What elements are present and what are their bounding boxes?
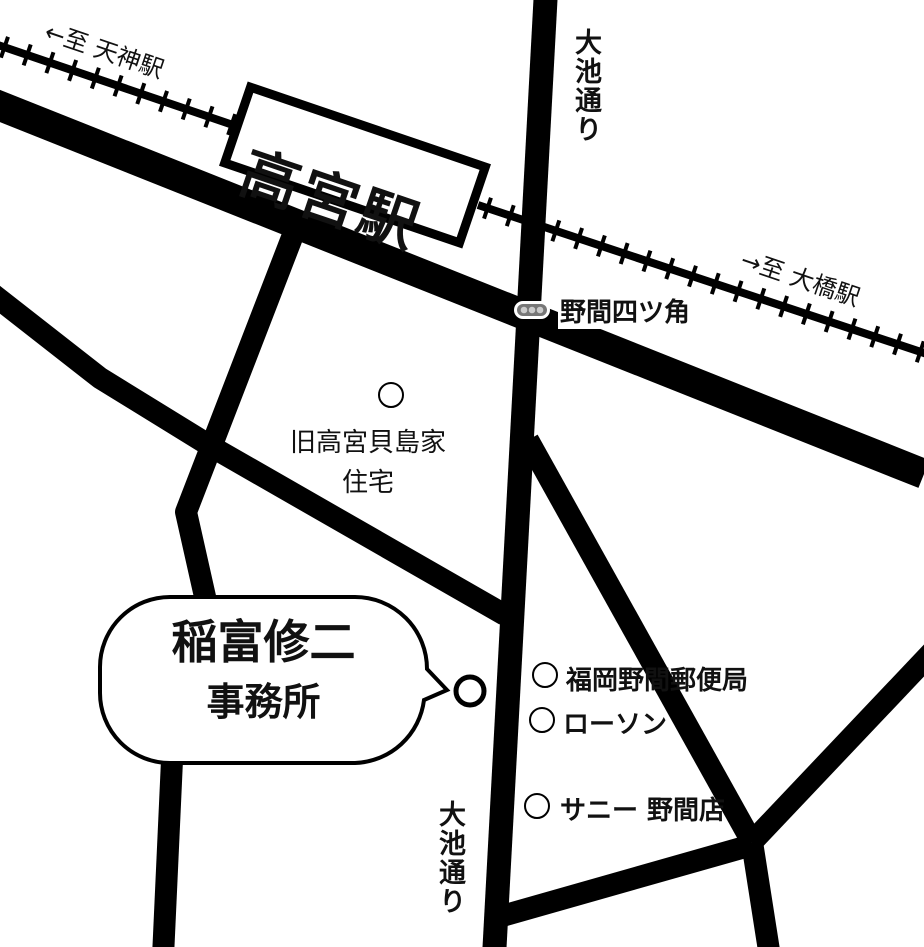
rail-tie [226, 113, 238, 136]
rail-tie [892, 333, 903, 356]
rail-tie [755, 287, 767, 310]
rail-tie [778, 295, 789, 318]
rail-tie [482, 197, 493, 220]
destination-line2: 事務所 [206, 680, 321, 724]
landmark-label-line1: 旧高宮貝島家 [290, 428, 447, 458]
rail-tie [135, 82, 147, 105]
road-southeast-diagonal [518, 434, 762, 848]
landmark-label: 旧高宮貝島家 住宅 [290, 423, 446, 503]
rail-tie [158, 90, 169, 113]
rail-tie [641, 249, 653, 273]
landmark-label-line2: 住宅 [342, 468, 395, 498]
landmark-marker [532, 662, 558, 688]
rail-tie [801, 302, 812, 326]
landmark-label-sunny: サニー 野間店 [560, 796, 726, 826]
road-south-connector [491, 834, 756, 929]
road-oike-dori [482, 0, 558, 947]
landmark-label-lawson: ローソン [563, 710, 668, 740]
road-label-south: 大池通り [434, 800, 465, 916]
rail-tie [846, 318, 858, 341]
landmark-marker [524, 793, 550, 819]
rail-tie [618, 242, 630, 265]
road-main-diagonal [0, 89, 924, 488]
rail-tie [89, 67, 101, 90]
landmark-marker [529, 707, 555, 733]
road-east-branch [744, 644, 924, 850]
station-box [219, 81, 491, 249]
rail-tie [21, 43, 33, 67]
rail-tie [709, 272, 721, 295]
rail-tie [550, 219, 562, 242]
destination-name: 稲富修二 事務所 [100, 612, 427, 732]
intersection-name: 野間四ツ角 [558, 292, 693, 329]
road-northwest-diagonal [0, 285, 511, 625]
road-label-north: 大池通り [570, 28, 601, 144]
rail-tie [914, 340, 924, 363]
rail-tie [67, 59, 79, 82]
rail-tie [732, 280, 744, 303]
traffic-light-icon [514, 301, 550, 319]
rail-tie [180, 98, 192, 121]
rail-tie [823, 310, 835, 333]
rail-tie [203, 105, 215, 128]
rail-tie [573, 227, 584, 250]
rail-tie [687, 265, 698, 288]
landmark-label-post-office: 福岡野間郵便局 [566, 666, 749, 696]
rail-tie [0, 36, 10, 59]
road-west-branch [175, 218, 309, 613]
railway-line [0, 36, 924, 363]
rail-tie [527, 212, 539, 235]
rail-tie [869, 325, 881, 348]
landmark-marker [378, 382, 404, 408]
destination-line1: 稲富修二 [171, 615, 356, 669]
rail-tie [112, 74, 124, 97]
road-south-east [741, 840, 780, 947]
destination-marker [453, 674, 487, 708]
rail-tie [44, 51, 56, 74]
road-west-branch-south [152, 759, 183, 947]
rail-tie [504, 204, 516, 227]
rail-tie [664, 257, 676, 280]
rail-tie [596, 234, 607, 258]
destination-bubble [98, 595, 451, 765]
